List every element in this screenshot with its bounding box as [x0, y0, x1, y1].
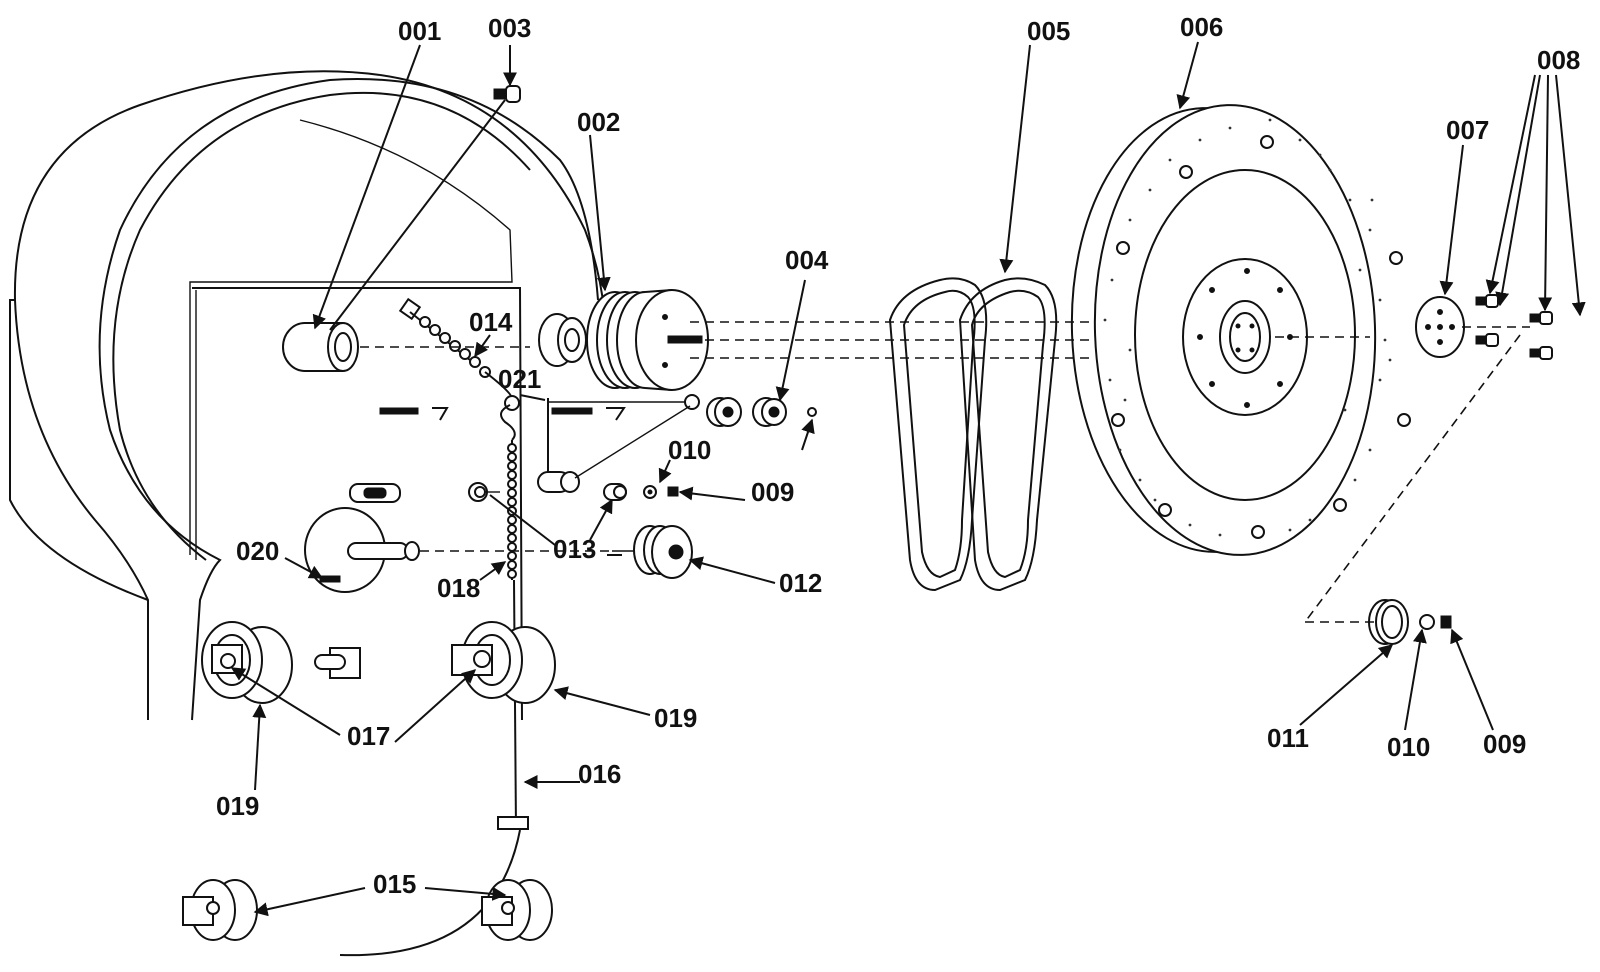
part-016-cable — [339, 579, 529, 957]
callout-001: 001 — [398, 16, 441, 46]
part-012-roller — [612, 525, 693, 579]
callout-015: 015 — [373, 869, 416, 899]
callout-010-right: 010 — [1387, 732, 1430, 762]
part-004-rollers — [706, 397, 817, 427]
part-015-wheels — [182, 879, 553, 941]
callout-009-left: 009 — [751, 477, 794, 507]
callout-004: 004 — [785, 245, 829, 275]
callout-011: 011 — [1267, 723, 1309, 753]
callout-005: 005 — [1027, 16, 1070, 46]
part-011-cup — [1368, 599, 1409, 645]
part-005-belts — [888, 277, 1058, 592]
abrasive-texture — [1103, 118, 1392, 537]
callout-014: 014 — [469, 307, 513, 337]
part-020-disc — [304, 507, 420, 593]
callout-017: 017 — [347, 721, 390, 751]
callout-009-right: 009 — [1483, 729, 1526, 759]
callout-006: 006 — [1180, 12, 1223, 42]
part-013-pins — [468, 482, 627, 502]
callout-labels: 001 003 002 005 006 008 007 004 014 021 … — [216, 12, 1580, 899]
callout-020: 020 — [236, 536, 279, 566]
callout-007: 007 — [1446, 115, 1489, 145]
part-019-wheels — [201, 621, 556, 704]
pins-left — [379, 407, 626, 421]
callout-012: 012 — [779, 568, 822, 598]
part-009-nut-left — [667, 486, 679, 497]
link-clip — [349, 483, 401, 503]
callout-013: 013 — [553, 534, 596, 564]
callout-021: 021 — [498, 364, 541, 394]
callout-008: 008 — [1537, 45, 1580, 75]
part-008-bolts — [1475, 294, 1553, 360]
spring-014 — [398, 297, 514, 401]
callout-018: 018 — [437, 573, 480, 603]
part-006-grinding-wheel — [1070, 104, 1411, 556]
part-010-washer-right — [1419, 614, 1435, 630]
machine-housing — [9, 70, 605, 721]
part-017-brackets — [211, 644, 493, 679]
part-018-chain — [500, 404, 517, 580]
center-lines — [360, 321, 1530, 623]
callout-016: 016 — [578, 759, 621, 789]
leader-lines — [230, 41, 1586, 917]
part-002-pulley — [538, 289, 709, 391]
callout-019-left: 019 — [216, 791, 259, 821]
callout-002: 002 — [577, 107, 620, 137]
callout-019-right: 019 — [654, 703, 697, 733]
part-010-washer-left — [643, 485, 657, 499]
part-001-sleeve — [282, 322, 359, 372]
callout-010-left: 010 — [668, 435, 711, 465]
callout-003: 003 — [488, 13, 531, 43]
wheel-rim-holes — [1111, 135, 1411, 539]
part-007-flange — [1415, 296, 1465, 358]
part-003-bolt — [493, 85, 521, 103]
part-009-nut-right — [1440, 615, 1452, 629]
part-021-link — [504, 394, 700, 493]
